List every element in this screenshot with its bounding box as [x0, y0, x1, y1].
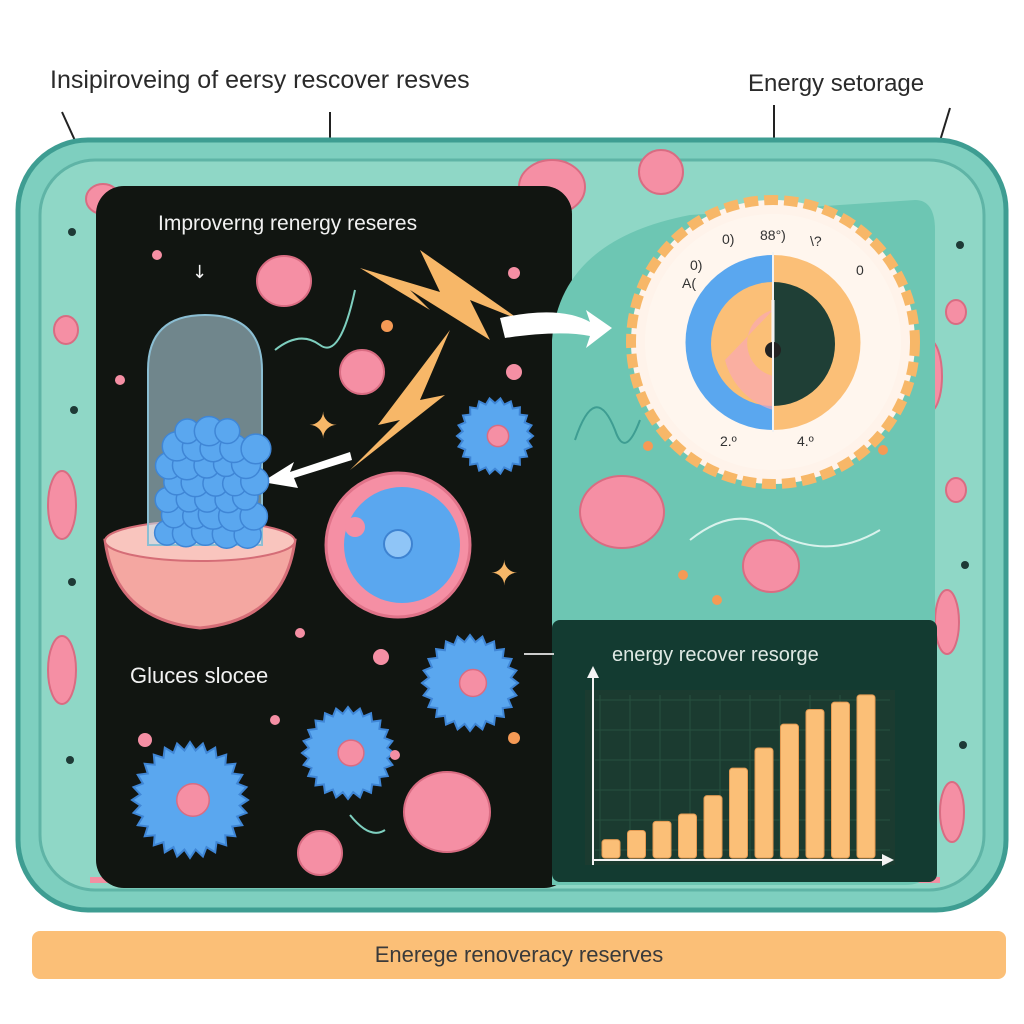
- particle: [295, 628, 305, 638]
- sparkle-icon: ✦: [490, 554, 519, 594]
- large-cells: [324, 471, 472, 619]
- spiky-cells: [130, 396, 535, 860]
- frame-dot: [68, 578, 76, 586]
- orange-particle: [878, 445, 888, 455]
- energy-gauge: 0) 88°) \? 0) A( 0 2.º 4.º: [626, 195, 920, 489]
- orange-particle: [381, 320, 393, 332]
- chart-bars: [601, 694, 876, 859]
- inner-title: Improverng renergy reseres: [158, 212, 418, 235]
- particle: [115, 375, 125, 385]
- pink-cell: [742, 539, 800, 593]
- chart-bar: [703, 795, 723, 859]
- particle: [390, 750, 400, 760]
- cell-nucleus: [486, 424, 510, 448]
- squiggle: [349, 814, 386, 834]
- squiggle: [574, 406, 641, 444]
- squiggle: [689, 517, 881, 548]
- pink-cell: [339, 349, 385, 395]
- frame-cell: [945, 299, 967, 325]
- frame-cell: [939, 781, 965, 843]
- glucose-label: Gluces slocee: [130, 663, 269, 688]
- particle: [508, 267, 520, 279]
- orange-particle: [643, 441, 653, 451]
- bottom-banner-label: Enerege renoveracy reserves: [374, 942, 664, 967]
- particle: [138, 733, 152, 747]
- gauge-label: 88°): [760, 227, 786, 243]
- chart-bar: [754, 747, 774, 859]
- frame-dot: [68, 228, 76, 236]
- glucose-granule: [240, 433, 272, 465]
- particles: [115, 250, 522, 760]
- frame-cell: [47, 470, 77, 540]
- down-arrow-icon: ↓: [192, 262, 207, 283]
- chart-bar: [831, 701, 850, 859]
- gauge-label: \?: [810, 233, 822, 249]
- chart-bar: [856, 694, 876, 859]
- gauge-right-dark: [773, 282, 835, 406]
- chart-bar: [678, 813, 697, 859]
- pink-cell: [403, 771, 491, 853]
- lightning-bolt-upper: [360, 250, 520, 340]
- gauge-label: 0: [856, 262, 864, 278]
- orange-particles: [381, 320, 888, 744]
- chart-bar: [652, 820, 672, 859]
- frame-dot: [956, 241, 964, 249]
- nucleus-core: [383, 529, 413, 559]
- frame-cell: [638, 149, 684, 195]
- chart-title: energy recover resorge: [612, 644, 819, 666]
- particle: [506, 364, 522, 380]
- chart-bar: [780, 723, 799, 859]
- pink-cell: [579, 475, 665, 549]
- glucose-granule: [214, 417, 241, 445]
- pink-spot: [345, 517, 365, 537]
- orange-particle: [678, 570, 688, 580]
- gauge-label: 4.º: [797, 433, 814, 449]
- chart-bar: [729, 767, 748, 859]
- glucose-granules: [153, 415, 272, 549]
- chart-bar: [627, 830, 646, 859]
- frame-cell: [945, 477, 967, 503]
- bottom-banner: Enerege renoveracy reserves: [32, 931, 1006, 979]
- gauge-label: 0): [690, 257, 702, 273]
- orange-particle: [508, 732, 520, 744]
- chart-x-axis-arrow: [882, 854, 894, 866]
- frame-dot: [961, 561, 969, 569]
- pink-cells: [256, 255, 800, 876]
- particle: [373, 649, 389, 665]
- frame-cell: [47, 635, 77, 705]
- frame-dot: [70, 406, 78, 414]
- frame-cell: [934, 589, 960, 655]
- chart-y-axis-arrow: [587, 666, 599, 678]
- pink-cell: [256, 255, 312, 307]
- gauge-label: 2.º: [720, 433, 737, 449]
- chart-bar: [805, 709, 825, 859]
- gauge-label: A(: [682, 275, 696, 291]
- title-right: Energy setorage: [748, 70, 925, 97]
- particle: [152, 250, 162, 260]
- frame-cell: [53, 315, 79, 345]
- squiggle: [274, 289, 356, 351]
- arrow-to-gauge: [500, 310, 612, 348]
- gauge-label: 0): [722, 231, 734, 247]
- cell-nucleus: [337, 739, 365, 767]
- chart-bar: [601, 839, 621, 859]
- gauge-left-pink: [725, 310, 773, 410]
- frame-dot: [66, 756, 74, 764]
- cell-nucleus: [458, 668, 488, 698]
- pink-cell: [297, 830, 343, 876]
- sparkle-icon: ✦: [308, 406, 338, 447]
- frame-dots: [66, 228, 969, 764]
- cell-nucleus: [176, 783, 210, 817]
- particle: [270, 715, 280, 725]
- arrow-to-container: [262, 452, 352, 488]
- orange-particle: [712, 595, 722, 605]
- title-left: Insipiroveing of eersy rescover resves: [50, 66, 470, 94]
- lightning-bolt-lower: [350, 330, 450, 470]
- frame-dot: [959, 741, 967, 749]
- glucose-container: [103, 313, 297, 630]
